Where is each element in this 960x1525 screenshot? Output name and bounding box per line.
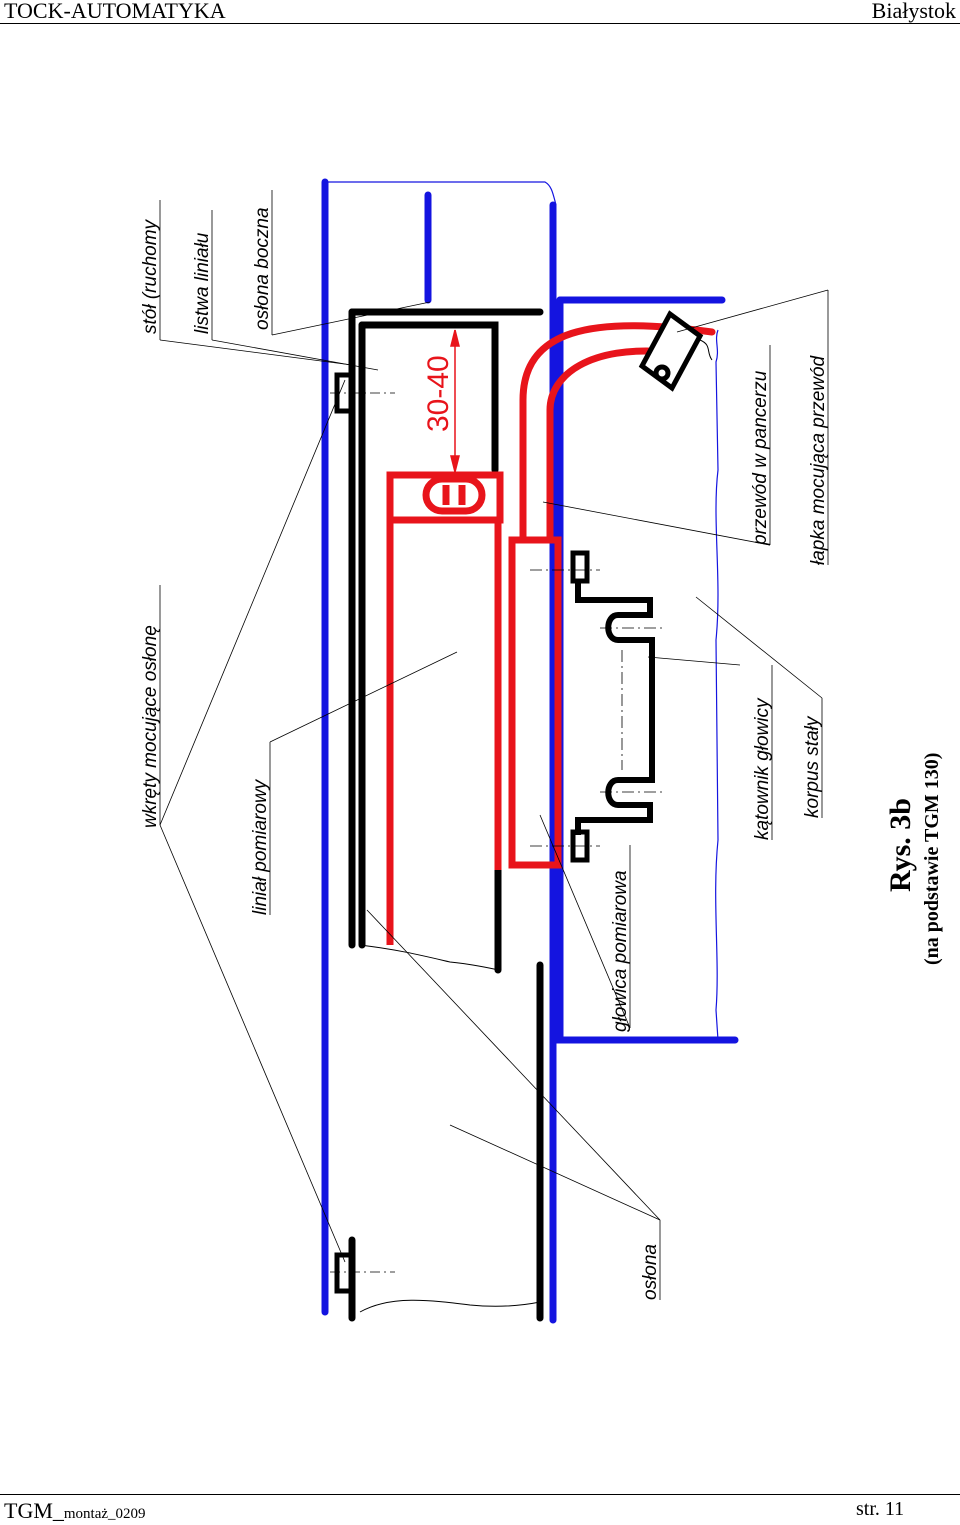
header-rule	[0, 23, 960, 24]
clamp-tail	[699, 339, 713, 361]
label-korpus-staly: korpus stały	[802, 715, 823, 818]
footer-document-id: TGM_montaż_0209	[4, 1498, 146, 1524]
centre-lines	[530, 569, 665, 847]
footer-rule	[0, 1494, 960, 1495]
label-oslona: osłona	[640, 1244, 661, 1300]
ruler-mount-hole	[422, 475, 486, 515]
dimension-arrow	[450, 329, 460, 473]
break-edge	[359, 944, 499, 971]
cover-screws	[334, 372, 354, 1294]
break-edge-lower	[359, 1299, 541, 1313]
measuring-ruler	[386, 471, 504, 945]
label-oslona-boczna: osłona boczna	[252, 207, 273, 330]
label-wkrety: wkręty mocujące osłonę	[140, 625, 161, 828]
leader-lines	[159, 289, 829, 1263]
break-lines	[325, 181, 719, 1041]
header-city: Białystok	[871, 0, 956, 23]
figure-subtitle: (na podstawie TGM 130)	[921, 753, 943, 965]
label-przewod: przewód w pancerzu	[750, 370, 771, 546]
label-listwa-linialu: listwa liniału	[192, 232, 213, 334]
label-stol-ruchomy: stół (ruchomy	[140, 218, 161, 334]
label-katownik-glowicy: kątownik głowicy	[752, 697, 773, 840]
page-header: TOCK-AUTOMATYKA Białystok	[0, 0, 960, 24]
dimension-label: 30-40	[422, 355, 455, 432]
label-glowica-pomiarowa: głowica pomiarowa	[610, 870, 631, 1032]
screw-axes	[330, 392, 395, 1273]
label-lapka: łapka mocująca przewód	[808, 354, 829, 565]
footer-doc-main: TGM_	[4, 1498, 64, 1523]
label-linial-pomiarowy: liniał pomiarowy	[250, 778, 271, 915]
measuring-head	[508, 536, 562, 869]
fixed-body	[575, 580, 655, 835]
label-underlines	[159, 190, 829, 1300]
figure-title: Rys. 3b	[884, 798, 917, 892]
footer-doc-sub: montaż_0209	[63, 1506, 146, 1522]
footer-page-number: str. 11	[856, 1498, 905, 1520]
header-company: TOCK-AUTOMATYKA	[4, 0, 226, 23]
